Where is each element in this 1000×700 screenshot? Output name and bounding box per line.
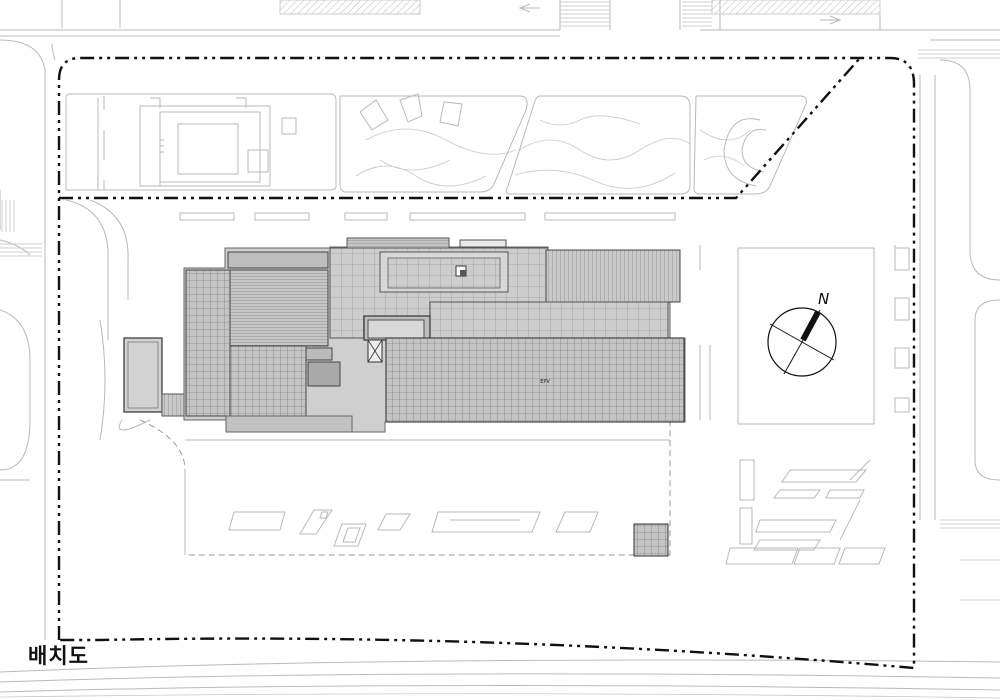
park-boundary-line xyxy=(59,57,861,200)
building-roof-plan: EPV xyxy=(123,237,686,433)
drawing-title: 배치도 xyxy=(28,644,89,668)
landscape-paths xyxy=(65,199,910,565)
equipment-pad xyxy=(633,523,669,557)
north-arrow-icon: N xyxy=(767,290,837,377)
north-label: N xyxy=(818,290,829,308)
annex-block xyxy=(123,337,163,413)
roof-label: EPV xyxy=(540,379,550,385)
site-boundary-line xyxy=(57,56,916,670)
park-strip xyxy=(65,93,807,221)
